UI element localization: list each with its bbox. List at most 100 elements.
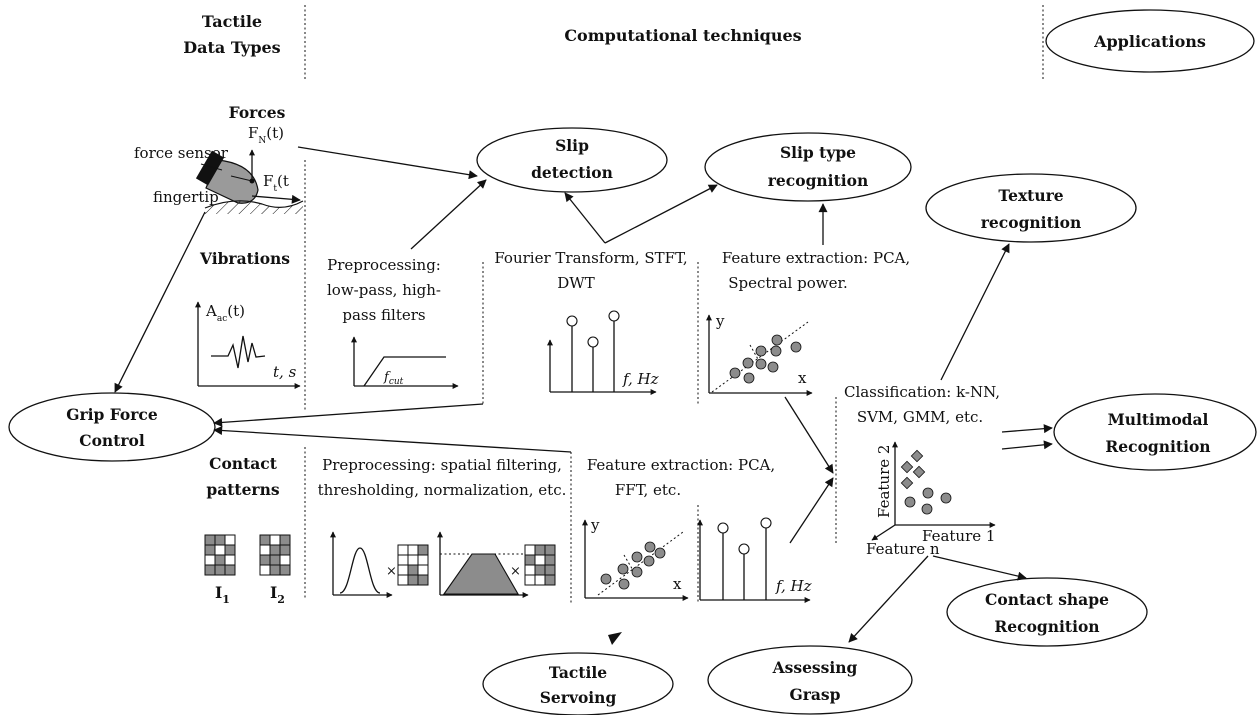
- fingertip-label: fingertip: [153, 188, 219, 206]
- spectrum-peak-1: [566, 315, 578, 327]
- slip-detection-ellipse: [476, 127, 668, 193]
- arrow-forces-to-slip: [297, 146, 478, 180]
- arrow-class-to-multimodal-2: [1001, 440, 1053, 450]
- pca-contact-point: [617, 563, 629, 575]
- pre-contact-line2: thresholding, normalization, etc.: [318, 481, 567, 499]
- multimodal-line1: Multimodal: [1108, 410, 1209, 429]
- app-tactile-servoing: Tactile Servoing: [482, 652, 674, 715]
- grip-force-ellipse: [8, 392, 216, 462]
- app-texture: Texture recognition: [925, 173, 1137, 243]
- aac-label: Aac(t): [205, 302, 245, 324]
- grip-force-line1: Grip Force: [66, 405, 158, 424]
- fft-axis-label: f, Hz: [775, 577, 812, 595]
- pca-vib-point: [771, 334, 783, 346]
- force-sensor-leader: [200, 163, 223, 171]
- tactile-servoing-line2: Servoing: [540, 688, 617, 707]
- contact-block: Contact patterns I1 I2: [204, 454, 291, 606]
- texture-ellipse: [925, 173, 1137, 243]
- pca-contact-point: [631, 551, 643, 563]
- contact-shape-ellipse: [946, 577, 1148, 647]
- texture-line2: recognition: [981, 213, 1081, 232]
- header: Tactile Data Types Computational techniq…: [183, 5, 1255, 80]
- pca-vib-point: [790, 341, 802, 353]
- forces-block: Forces FN(t) force sensor fingertip Ft(t: [134, 103, 304, 214]
- pca-contact-point: [618, 578, 630, 590]
- force-sensor-label: force sensor: [134, 144, 229, 162]
- slip-detection-line1: Slip: [555, 136, 589, 155]
- pca-contact-point: [600, 573, 612, 585]
- vibrations-title: Vibrations: [199, 249, 290, 268]
- header-computational-techniques: Computational techniques: [564, 26, 801, 45]
- arrow-fe-contact-to-class: [789, 477, 834, 544]
- ft-label: Ft(t: [263, 172, 289, 194]
- pca-contact-y-label: y: [590, 516, 600, 534]
- pca-vib-point: [755, 345, 767, 357]
- fft-peak-1: [717, 522, 729, 534]
- tactile-servoing-ellipse: [482, 652, 674, 715]
- class-diamond: [912, 465, 926, 479]
- pca-contact-point: [654, 547, 666, 559]
- spectrum-axis-label: f, Hz: [622, 370, 659, 388]
- slip-detection-line2: detection: [531, 163, 613, 182]
- pre-contact-block: Preprocessing: spatial filtering, thresh…: [318, 456, 567, 598]
- class-line1: Classification: k-NN,: [844, 383, 1000, 401]
- arrow-fourier-to-sliptype: [604, 184, 718, 244]
- arrow-fourier-to-slip: [564, 192, 606, 244]
- app-slip-detection: Slip detection: [476, 127, 668, 193]
- feature2-label: Feature 2: [875, 445, 893, 518]
- fcut-label: fcut: [383, 370, 404, 387]
- class-circle: [922, 487, 934, 499]
- slip-type-line1: Slip type: [780, 143, 856, 162]
- arrow-to-tactile-servoing: [608, 632, 622, 645]
- pca-vib-point: [743, 372, 755, 384]
- fourier-block: Fourier Transform, STFT, DWT f, Hz: [494, 249, 688, 395]
- fe-vib-line1: Feature extraction: PCA,: [722, 249, 910, 267]
- pca-vib-point: [767, 361, 779, 373]
- assessing-grasp-ellipse: [707, 645, 913, 715]
- fn-label: FN(t): [248, 124, 284, 146]
- fft-peak-3: [760, 517, 772, 529]
- grip-force-line2: Control: [79, 431, 145, 450]
- class-diamond: [910, 449, 924, 463]
- multimodal-ellipse: [1053, 393, 1257, 471]
- surface-hatch: [205, 200, 303, 214]
- header-applications: Applications: [1093, 32, 1206, 51]
- grid-i2: [259, 534, 291, 576]
- assessing-grasp-line1: Assessing: [772, 658, 858, 677]
- vib-axis-label: t, s: [273, 363, 297, 381]
- pca-vib-point: [742, 357, 754, 369]
- pca-vib-points: [729, 334, 802, 384]
- arrow-class-to-multimodal-1: [1001, 424, 1053, 434]
- filter-response: [363, 356, 446, 387]
- pre-vib-line1: Preprocessing:: [327, 256, 441, 274]
- arrow-forces-to-grip: [114, 211, 206, 393]
- class-z-axis: [871, 524, 896, 541]
- i2-label: I2: [270, 583, 285, 606]
- pca-vib-axis-line: [711, 321, 809, 393]
- arrows: [114, 146, 1053, 645]
- pca-vib-x-label: x: [798, 369, 807, 387]
- arrow-preproc-to-slip: [410, 179, 487, 250]
- class-diamond: [900, 476, 914, 490]
- pca-vib-point: [755, 358, 767, 370]
- header-data-types-line1: Tactile: [202, 12, 262, 31]
- vibration-signal: [211, 335, 266, 369]
- grid-i1: [204, 534, 236, 576]
- texture-line1: Texture: [998, 186, 1063, 205]
- class-circle: [940, 492, 952, 504]
- tactile-servoing-line1: Tactile: [549, 663, 607, 682]
- app-slip-type: Slip type recognition: [704, 132, 912, 202]
- app-multimodal: Multimodal Recognition: [1053, 393, 1257, 471]
- pca-contact-point: [644, 541, 656, 553]
- applications-ellipse: [1045, 9, 1255, 73]
- fft-peak-2: [738, 543, 750, 555]
- class-circles: [904, 487, 952, 515]
- pre-vib-line2: low-pass, high-: [327, 281, 441, 299]
- class-diamonds: [900, 449, 926, 490]
- slip-type-ellipse: [704, 132, 912, 202]
- grid-filtered-1: [397, 544, 429, 586]
- arrow-class-to-texture: [940, 243, 1010, 381]
- contact-shape-line1: Contact shape: [985, 590, 1109, 609]
- pre-vib-line3: pass filters: [342, 306, 425, 324]
